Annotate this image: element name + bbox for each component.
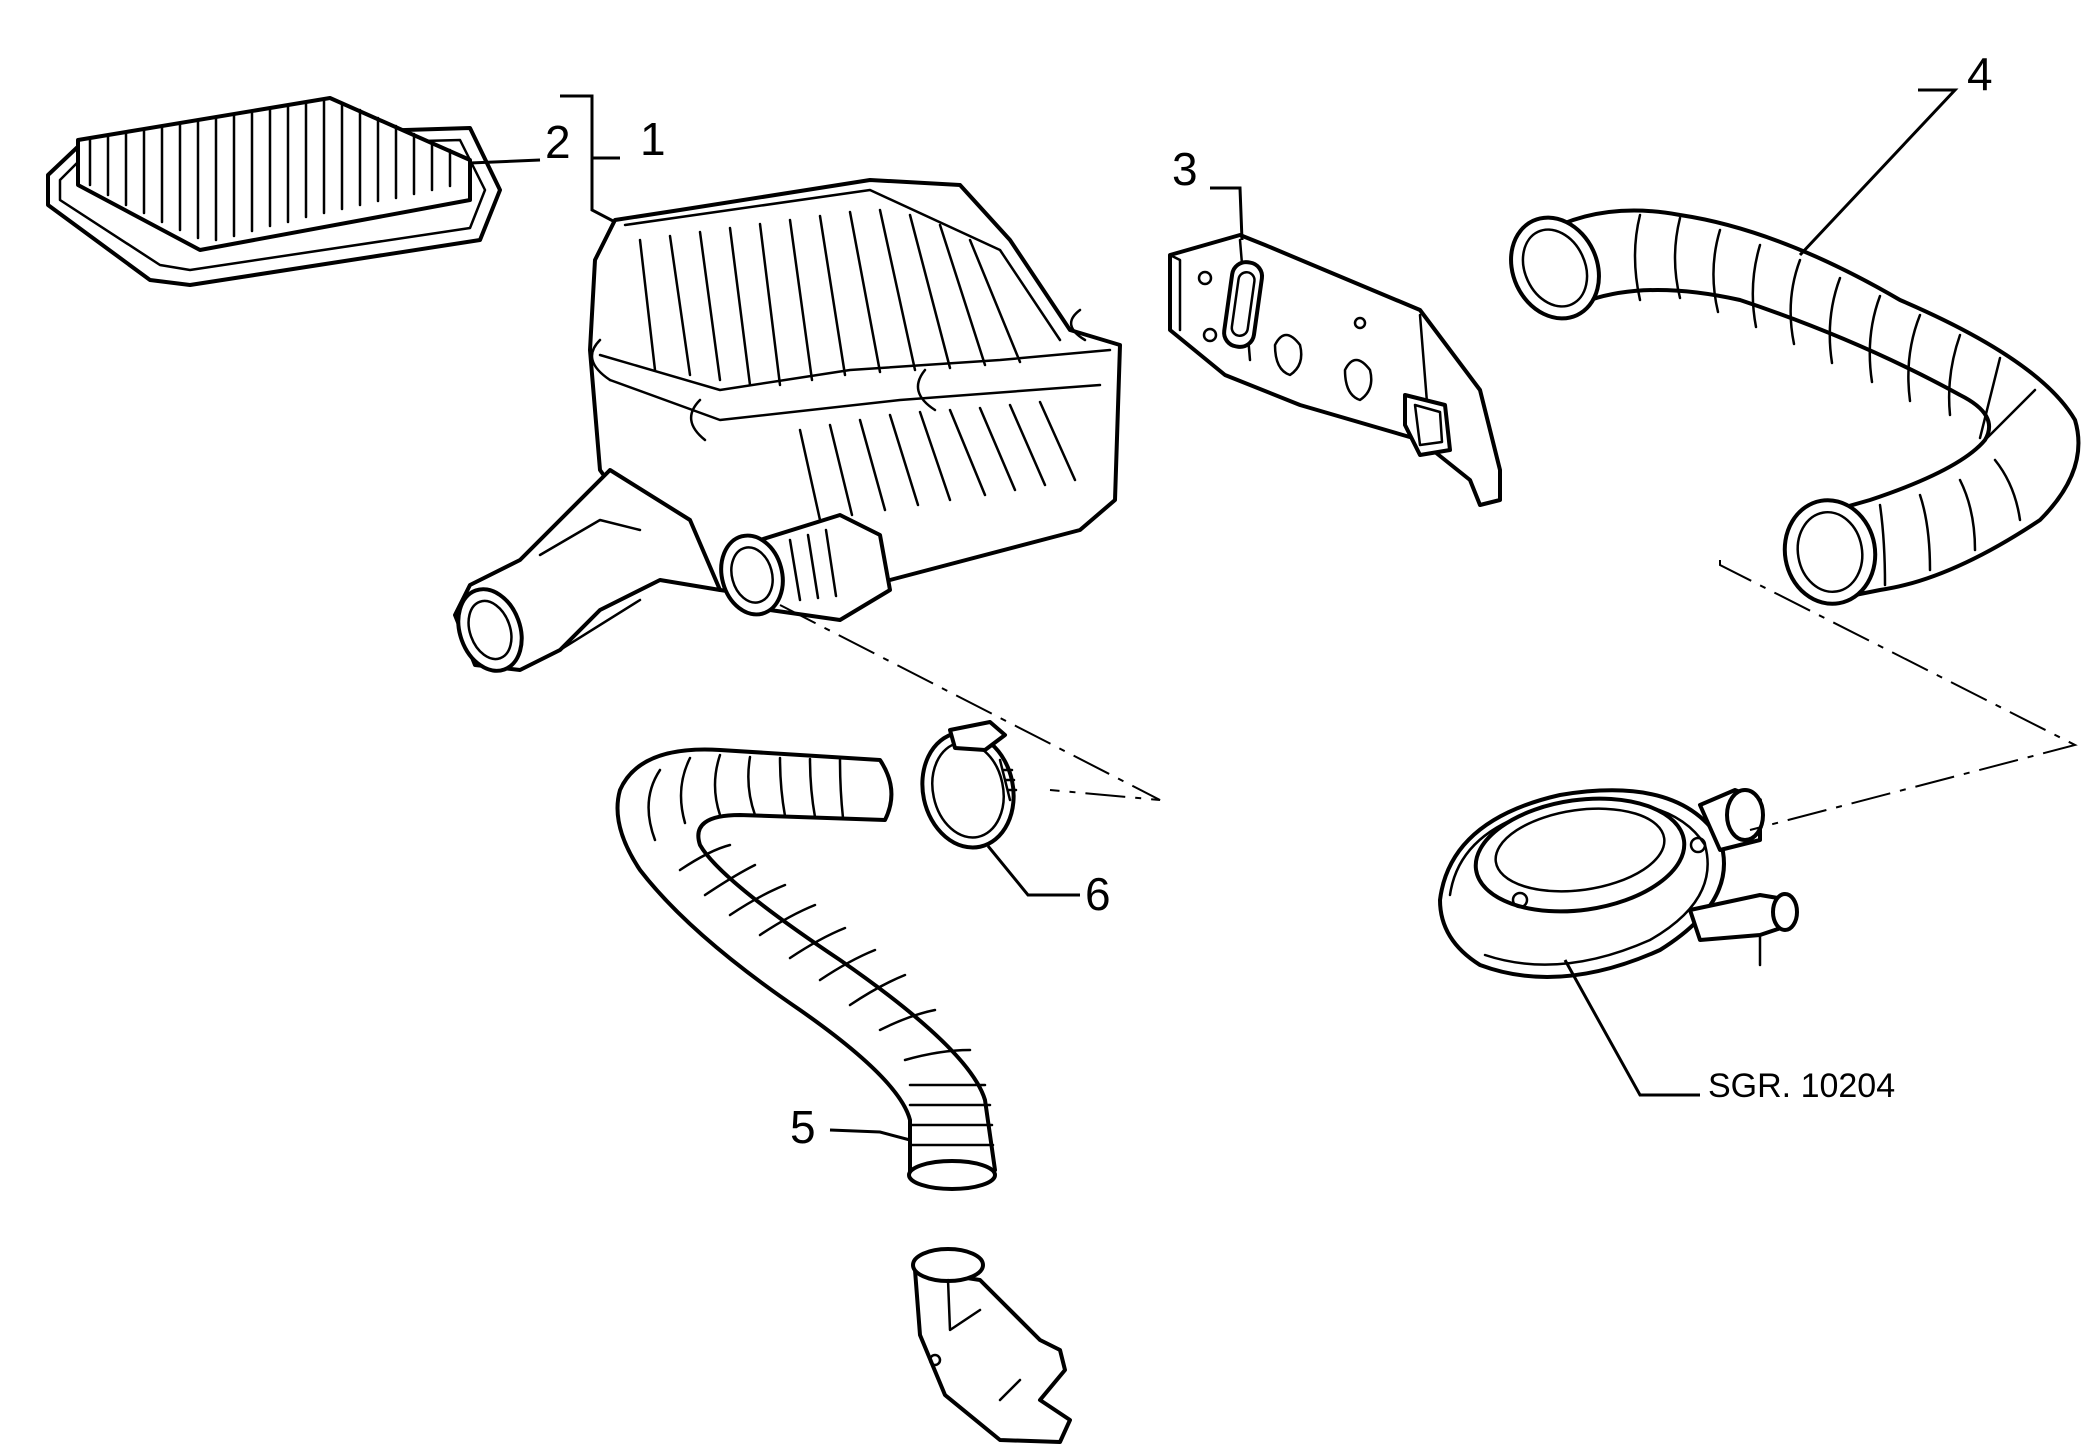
callout-5: 5 [790,1101,816,1153]
intake-hose-lower [615,747,997,1191]
hose-clamp [920,720,1018,850]
callout-4: 4 [1967,48,1993,100]
leader-lines [469,88,1959,1142]
intake-hose-upper [1509,208,2081,606]
callout-6: 6 [1085,868,1111,920]
mounting-bracket [1168,233,1502,507]
assembly-lines [779,560,2078,831]
air-duct-fitting [911,1247,1072,1444]
callout-2: 2 [545,116,571,168]
callout-labels: 1 2 3 4 5 6 [545,48,1993,1153]
air-filter-housing [453,178,1122,673]
reference-code: SGR. 10204 [1708,1067,1895,1105]
air-filter-element [46,96,502,287]
callout-3: 3 [1172,143,1198,195]
callout-1: 1 [640,113,666,165]
resonator-chamber [1438,788,1799,979]
